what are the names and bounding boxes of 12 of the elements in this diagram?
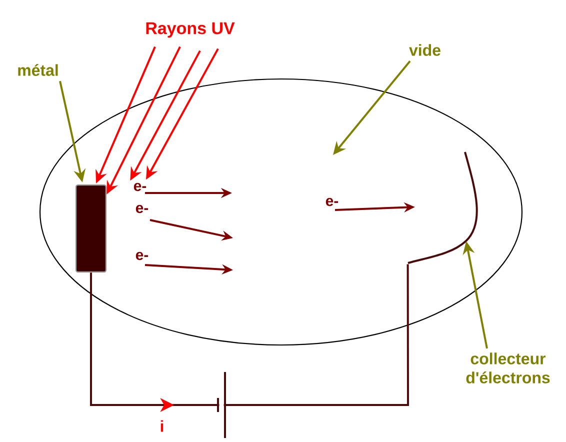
callout-label: métal bbox=[18, 64, 58, 76]
callout-label: vide bbox=[409, 44, 440, 56]
collector-electrode bbox=[408, 152, 478, 264]
callout-label: collecteur d'électrons bbox=[466, 352, 550, 384]
electron-label: e- bbox=[136, 252, 148, 260]
metal-plate bbox=[75, 184, 107, 273]
callout-label: Rayons UV bbox=[146, 22, 235, 38]
electron-label: e- bbox=[136, 204, 148, 214]
electron-label: e- bbox=[326, 198, 338, 206]
electron-label: e- bbox=[134, 182, 146, 192]
circuit-wire bbox=[90, 264, 409, 412]
edge-label: i bbox=[158, 419, 166, 433]
